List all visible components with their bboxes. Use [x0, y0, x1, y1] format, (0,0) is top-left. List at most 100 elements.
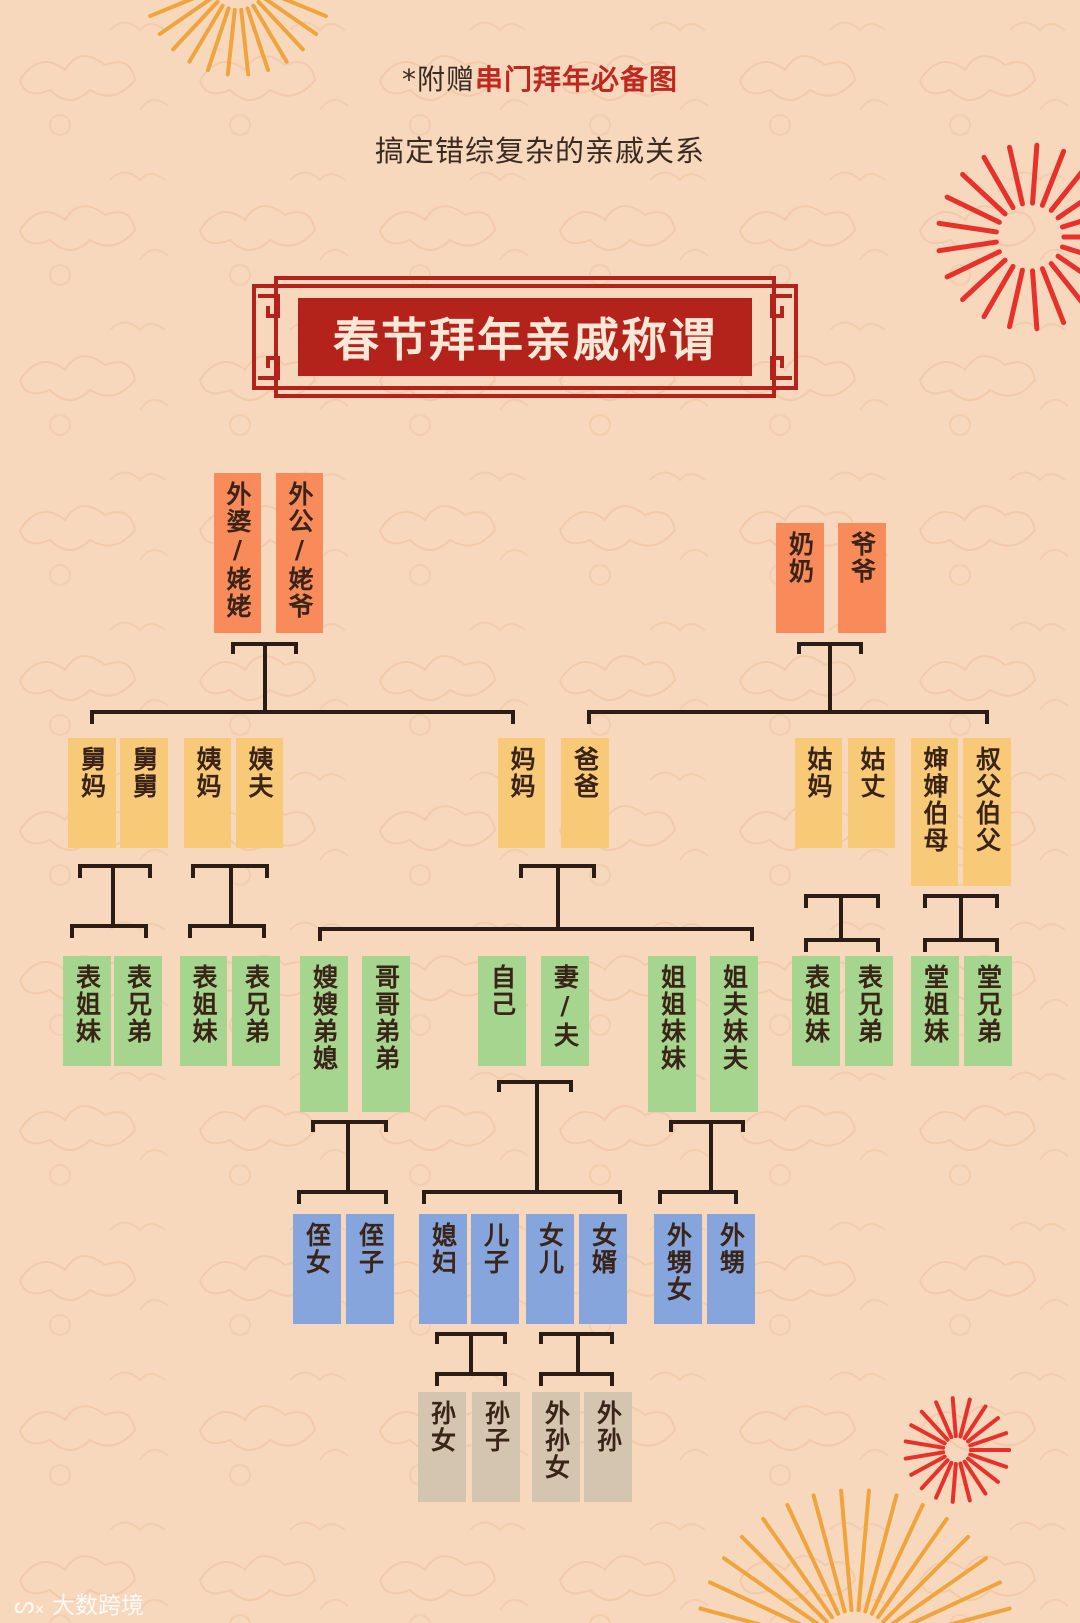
card-guzhang: 姑丈: [848, 738, 895, 848]
card-label: 儿子: [480, 1222, 510, 1276]
firework-bottom-gold: [698, 1488, 1012, 1623]
card-waishengnv: 外甥女: [654, 1214, 702, 1324]
card-label: 侄子: [355, 1222, 385, 1276]
connector: [422, 1190, 622, 1204]
card-label: 堂姐妹: [920, 964, 950, 1045]
card-label: 孙女: [427, 1400, 457, 1454]
card-qifu: 妻/夫: [541, 956, 589, 1066]
card-label: 表姐妹: [189, 964, 218, 1045]
card-label: 媳妇: [428, 1222, 458, 1276]
card-xifu: 媳妇: [419, 1214, 467, 1324]
card-label: 孙子: [481, 1400, 511, 1454]
top-note: *附赠串门拜年必备图: [0, 58, 1080, 98]
connector: [297, 1190, 388, 1204]
connector: [539, 1372, 614, 1386]
connector: [188, 924, 266, 938]
card-label: 外婆/姥姥: [223, 481, 252, 620]
card-label: 外甥女: [663, 1222, 693, 1303]
card-nver: 女儿: [526, 1214, 574, 1324]
card-biaojie-gu: 表姐妹: [792, 956, 840, 1066]
card-label: 舅舅: [129, 746, 159, 800]
card-label: 爸爸: [570, 746, 600, 800]
card-jiuma: 舅妈: [68, 738, 116, 848]
subtitle: 搞定错综复杂的亲戚关系: [374, 134, 705, 168]
watermark: ᔕ᙮ 大数跨境: [14, 1586, 144, 1620]
card-sunnv: 孙女: [418, 1392, 466, 1502]
card-tangjie: 堂姐妹: [911, 956, 959, 1066]
card-biaoxiong-jiu: 表兄弟: [114, 956, 162, 1066]
card-label: 婶婶伯母: [920, 746, 949, 854]
card-label: 爷爷: [847, 531, 877, 585]
card-label: 女儿: [535, 1222, 565, 1276]
card-waisheng: 外甥: [707, 1214, 755, 1324]
card-biaoxiong-gu: 表兄弟: [845, 956, 893, 1066]
card-gege: 哥哥弟弟: [362, 956, 410, 1112]
card-label: 自己: [487, 964, 517, 1018]
card-yeye: 爷爷: [838, 523, 886, 633]
card-label: 哥哥弟弟: [371, 964, 401, 1072]
connector: [318, 927, 754, 941]
connector: [669, 1120, 745, 1132]
card-label: 姑妈: [804, 746, 833, 800]
card-label: 姨妈: [193, 746, 222, 800]
top-note-highlight: 串门拜年必备图: [475, 63, 679, 96]
card-nainai: 奶奶: [776, 523, 824, 633]
card-yifu: 姨夫: [236, 738, 283, 848]
connector: [923, 938, 999, 952]
card-biaojie-jiu: 表姐妹: [63, 956, 111, 1066]
card-label: 妈妈: [507, 746, 536, 800]
card-jiefu: 姐夫妹夫: [710, 956, 758, 1112]
card-label: 奶奶: [785, 531, 815, 585]
card-label: 表姐妹: [72, 964, 102, 1045]
firework-top-left: [148, 0, 328, 77]
card-yima: 姨妈: [184, 738, 231, 848]
banner-fill: 春节拜年亲戚称谓: [298, 298, 752, 376]
card-label: 外孙: [593, 1400, 623, 1454]
card-label: 姐姐妹妹: [657, 964, 687, 1072]
card-label: 舅妈: [77, 746, 107, 800]
connector: [435, 1372, 507, 1386]
card-label: 表兄弟: [123, 964, 153, 1045]
card-shufu: 叔父伯父: [963, 738, 1011, 886]
card-waigong: 外公/姥爷: [276, 473, 323, 633]
connector: [587, 710, 989, 724]
card-shenshen: 婶婶伯母: [911, 738, 958, 886]
top-note-prefix: *附赠: [401, 63, 475, 96]
card-nvxu: 女婿: [579, 1214, 627, 1324]
firework-top-right: [936, 142, 1080, 332]
title-banner: 春节拜年亲戚称谓: [252, 276, 798, 398]
watermark-logo-icon: ᔕ᙮: [14, 1593, 53, 1619]
firework-bottom-right-red: [903, 1396, 1011, 1504]
card-label: 堂兄弟: [973, 964, 1003, 1045]
card-zhinv: 侄女: [293, 1214, 341, 1324]
banner-frame: [252, 276, 798, 398]
banner-title: 春节拜年亲戚称谓: [333, 313, 717, 367]
card-waipo: 外婆/姥姥: [214, 473, 261, 633]
card-biaoxiong-yi: 表兄弟: [232, 956, 280, 1066]
card-label: 姑丈: [857, 746, 886, 800]
connector: [70, 924, 148, 938]
card-label: 表兄弟: [241, 964, 271, 1045]
card-guma: 姑妈: [795, 738, 842, 848]
card-sunzi: 孙子: [472, 1392, 520, 1502]
card-tangxiong: 堂兄弟: [964, 956, 1012, 1066]
card-label: 外公/姥爷: [285, 481, 314, 620]
card-label: 外孙女: [541, 1400, 571, 1481]
card-jiujiu: 舅舅: [120, 738, 168, 848]
card-biaojie-yi: 表姐妹: [180, 956, 227, 1066]
card-erzi: 儿子: [471, 1214, 519, 1324]
card-label: 表兄弟: [854, 964, 884, 1045]
card-saosao: 嫂嫂弟媳: [300, 956, 348, 1112]
card-label: 女婿: [588, 1222, 618, 1276]
card-label: 姐夫妹夫: [719, 964, 749, 1072]
card-jiejie: 姐姐妹妹: [648, 956, 696, 1112]
card-waisunnv: 外孙女: [532, 1392, 580, 1502]
card-zhizi: 侄子: [346, 1214, 394, 1324]
connector: [804, 938, 880, 952]
card-label: 外甥: [716, 1222, 746, 1276]
card-label: 妻/夫: [550, 964, 580, 1049]
card-label: 表姐妹: [801, 964, 831, 1045]
card-ziji: 自己: [478, 956, 526, 1066]
